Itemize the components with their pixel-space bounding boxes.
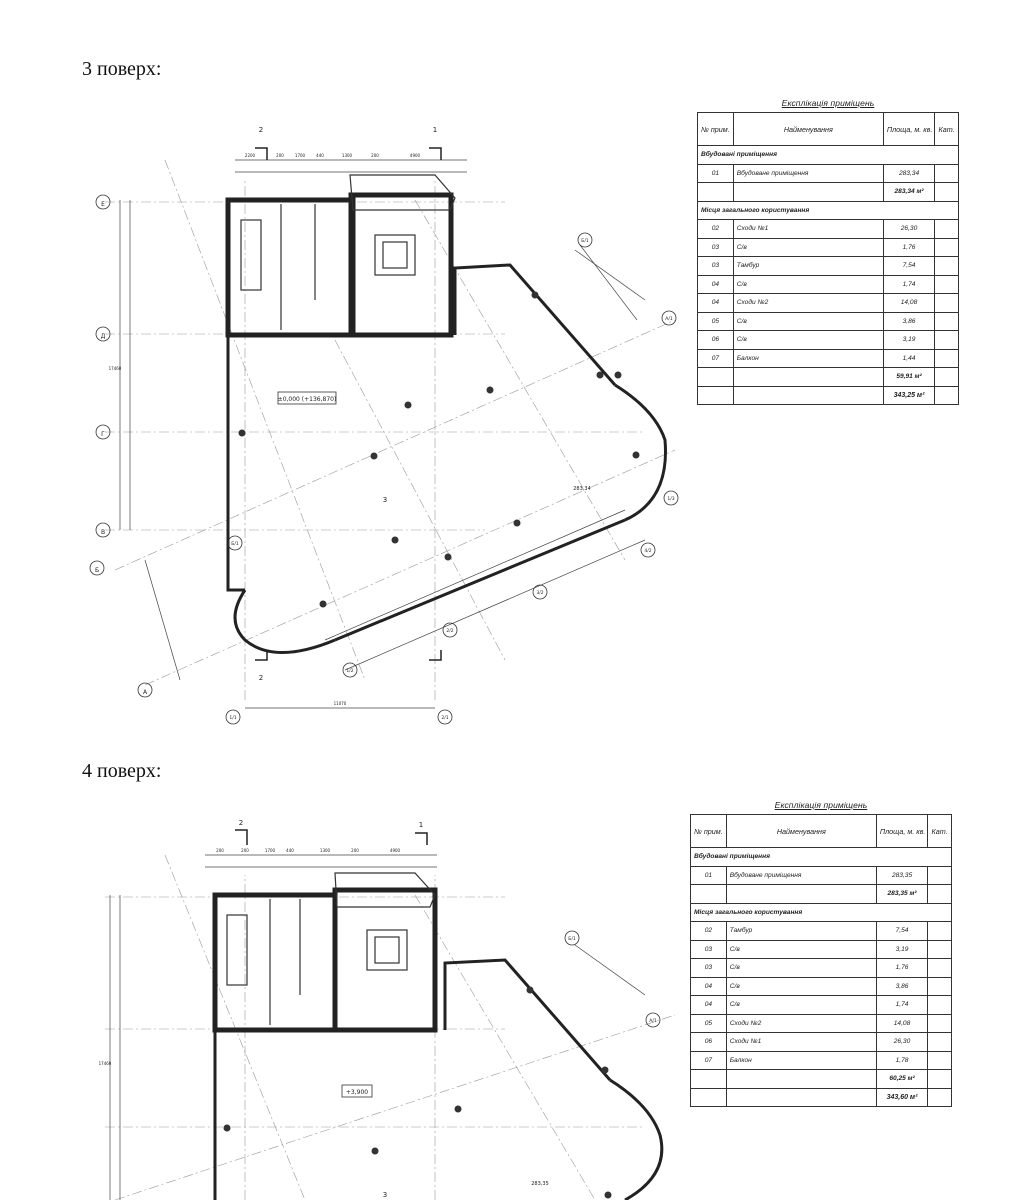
section-mark: 3	[383, 496, 387, 504]
room-area: 283,34	[573, 486, 591, 492]
section-title: Місця загального користування	[690, 902, 952, 922]
header-name: Найменування	[725, 814, 877, 848]
section-total-row: 283,34 м²	[697, 182, 959, 202]
axis-row-label: А	[143, 689, 148, 696]
floor-3-heading: 3 поверх:	[82, 58, 162, 80]
section-mark: 1	[433, 126, 437, 134]
dimension-label: 1300	[342, 153, 353, 158]
header-area: Площа, м. кв.	[882, 112, 936, 146]
room-area: 283,35	[531, 1181, 549, 1187]
axis-col-label: 1/3	[667, 496, 674, 502]
dimension-label: 1300	[320, 848, 331, 853]
axis-col-label: Б/1	[231, 541, 239, 547]
dimension-label: 1700	[265, 848, 276, 853]
header-area: Площа, м. кв.	[875, 814, 929, 848]
axis-col-label: 3/2	[536, 590, 543, 596]
explication-title: Експлікація приміщень	[781, 98, 875, 108]
axis-col-label: А/1	[665, 316, 673, 322]
floor-4-plan: +3,900213283,35Б/1А/11/22002001700440130…	[99, 819, 676, 1200]
header-num: № прим.	[697, 112, 734, 146]
level-mark: ±0,000 (+136,870)	[278, 396, 337, 403]
section-total-row: 60,25 м²	[690, 1069, 952, 1089]
dimension-label: 4900	[410, 153, 421, 158]
table-row: 01 Вбудоване приміщення 283,34	[697, 163, 959, 183]
section-title: Вбудовані приміщення	[697, 145, 959, 165]
axis-col-label: 1/1	[229, 715, 236, 721]
dimension-label: 440	[316, 153, 324, 158]
section-mark: 3	[383, 1191, 387, 1199]
section-mark: 1	[419, 821, 423, 829]
grand-total-row: 343,60 м²	[690, 1087, 952, 1107]
section-total-row: 59,91 м²	[697, 367, 959, 387]
dimension-label: 200	[351, 848, 359, 853]
level-mark: +3,900	[346, 1089, 368, 1096]
header-num: № прим.	[690, 814, 727, 848]
axis-col-label: А/1	[649, 1018, 657, 1024]
dimension-label: 4900	[390, 848, 401, 853]
floor-4-explication: Експлікація приміщень № прим. Найменуван…	[690, 800, 952, 1107]
dimension-label: 17460	[99, 1061, 112, 1066]
section-title: Місця загального користування	[697, 200, 959, 220]
dimension-label: 11070	[334, 701, 347, 706]
header-cat: Кат.	[927, 814, 952, 848]
section-mark: 2	[259, 674, 263, 682]
dimension-label: 440	[286, 848, 294, 853]
dimension-label: 200	[276, 153, 284, 158]
axis-row-label: В	[101, 529, 105, 536]
dimension-label: 2200	[245, 153, 256, 158]
axis-col-label: 2/2	[446, 628, 453, 634]
dimension-label: 17460	[109, 366, 122, 371]
explication-table: № прим. Найменування Площа, м. кв. Кат. …	[690, 814, 952, 1107]
table-row: 01 Вбудоване приміщення 283,35	[690, 865, 952, 885]
explication-title: Експлікація приміщень	[774, 800, 868, 810]
axis-col-label: 4/2	[644, 548, 651, 554]
axis-col-label: 1/2	[346, 668, 353, 674]
dimension-label: 1700	[295, 153, 306, 158]
axis-row-label: Б	[95, 567, 99, 574]
header-cat: Кат.	[934, 112, 959, 146]
section-total-row: 283,35 м²	[690, 884, 952, 904]
explication-table: № прим. Найменування Площа, м. кв. Кат. …	[697, 112, 959, 405]
floor-3-explication: Експлікація приміщень № прим. Найменуван…	[697, 98, 959, 405]
axis-row-label: Д	[101, 333, 106, 340]
grand-total-row: 343,25 м²	[697, 385, 959, 405]
section-mark: 2	[239, 819, 243, 827]
axis-col-label: 2/1	[441, 715, 448, 721]
axis-col-label: Б/1	[568, 936, 576, 942]
floor-4-heading: 4 поверх:	[82, 760, 162, 782]
section-mark: 2	[259, 126, 263, 134]
header-name: Найменування	[732, 112, 884, 146]
axis-col-label: Б/1	[581, 238, 589, 244]
section-title: Вбудовані приміщення	[690, 847, 952, 867]
dimension-label: 200	[371, 153, 379, 158]
axis-row-label: Е	[101, 201, 105, 208]
dimension-label: 200	[216, 848, 224, 853]
axis-row-label: Г	[101, 431, 105, 438]
dimension-label: 200	[241, 848, 249, 853]
